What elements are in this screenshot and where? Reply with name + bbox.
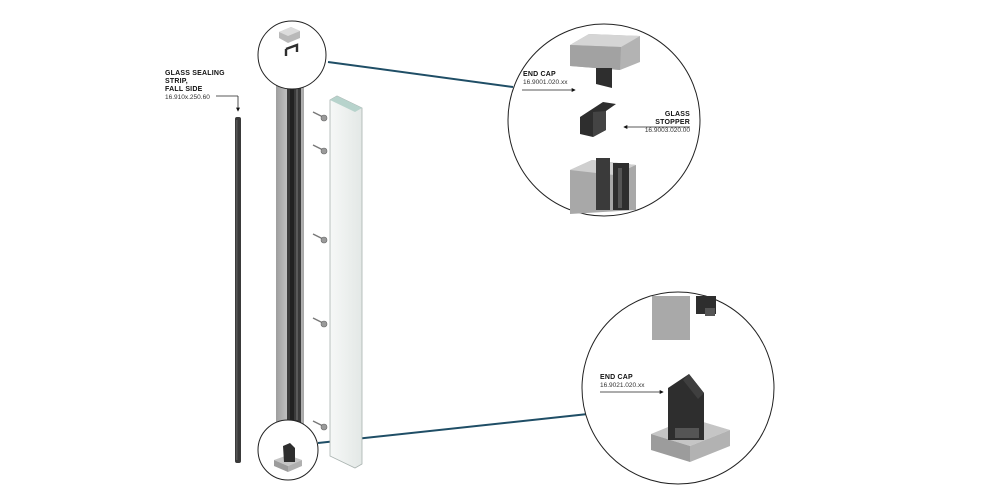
screws: [312, 111, 328, 431]
leader-bottom: [317, 413, 589, 444]
sealing-strip-name-line2: FALL SIDE: [165, 86, 203, 94]
post-bottom-section-part: [652, 296, 716, 340]
end-cap-bottom-code: 16.9021.020.xx: [600, 382, 645, 390]
screw: [312, 317, 328, 328]
glass-sealing-strip: [235, 117, 241, 463]
detail-circle-top-small: [257, 20, 327, 90]
sealing-strip-label: GLASS SEALING STRIP, FALL SIDE 16.910x.2…: [165, 70, 237, 102]
sealing-strip-name-line1: GLASS SEALING STRIP,: [165, 70, 225, 86]
screw: [312, 420, 328, 431]
sealing-strip-code: 16.910x.250.60: [165, 94, 210, 102]
detail-circle-bottom-large: [581, 291, 775, 485]
end-cap-top-code: 16.9001.020.xx: [523, 79, 568, 87]
post-section-part: [570, 158, 636, 214]
end-cap-top-part: [570, 34, 640, 88]
detail-circle-bottom-small: [257, 419, 319, 481]
end-cap-bottom-part: [651, 374, 730, 462]
glass-stopper-part: [580, 102, 616, 137]
glass-stopper-name: GLASS STOPPER: [655, 111, 690, 127]
glass-stopper-code: 16.9003.020.00: [644, 127, 690, 135]
glass-stopper-label: GLASS STOPPER 16.9003.020.00: [630, 111, 690, 135]
end-cap-top-label: END CAP 16.9001.020.xx: [523, 71, 567, 87]
end-cap-bottom-name: END CAP: [600, 374, 633, 381]
leader-top: [327, 61, 514, 88]
screw: [312, 144, 328, 155]
detail-circle-top-large: [507, 23, 701, 217]
leader-lines: [317, 61, 589, 444]
end-cap-bottom-label: END CAP 16.9021.020.xx: [600, 374, 644, 390]
screw: [312, 111, 328, 122]
end-cap-top-name: END CAP: [523, 71, 556, 78]
post-profile: [276, 68, 304, 435]
glass-panel: [329, 95, 363, 469]
screw: [312, 233, 328, 244]
